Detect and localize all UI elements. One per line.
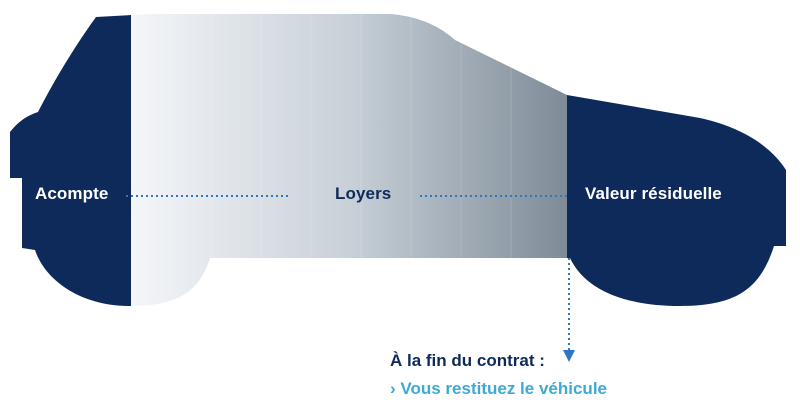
end-of-contract-title: À la fin du contrat : xyxy=(390,351,545,370)
valeur-residuelle-segment xyxy=(567,14,786,306)
valeur-residuelle-label: Valeur résiduelle xyxy=(585,184,722,203)
loyers-bands xyxy=(160,14,512,306)
loyers-label: Loyers xyxy=(335,184,392,203)
chevron-right-icon: › xyxy=(390,379,396,398)
end-of-contract-subtitle: › Vous restituez le véhicule xyxy=(390,379,607,399)
acompte-label: Acompte xyxy=(35,184,109,203)
acompte-segment xyxy=(10,14,131,306)
return-vehicle-text: Vous restituez le véhicule xyxy=(400,379,607,398)
arrow-down-icon xyxy=(563,350,575,362)
loyers-segment xyxy=(131,14,567,306)
